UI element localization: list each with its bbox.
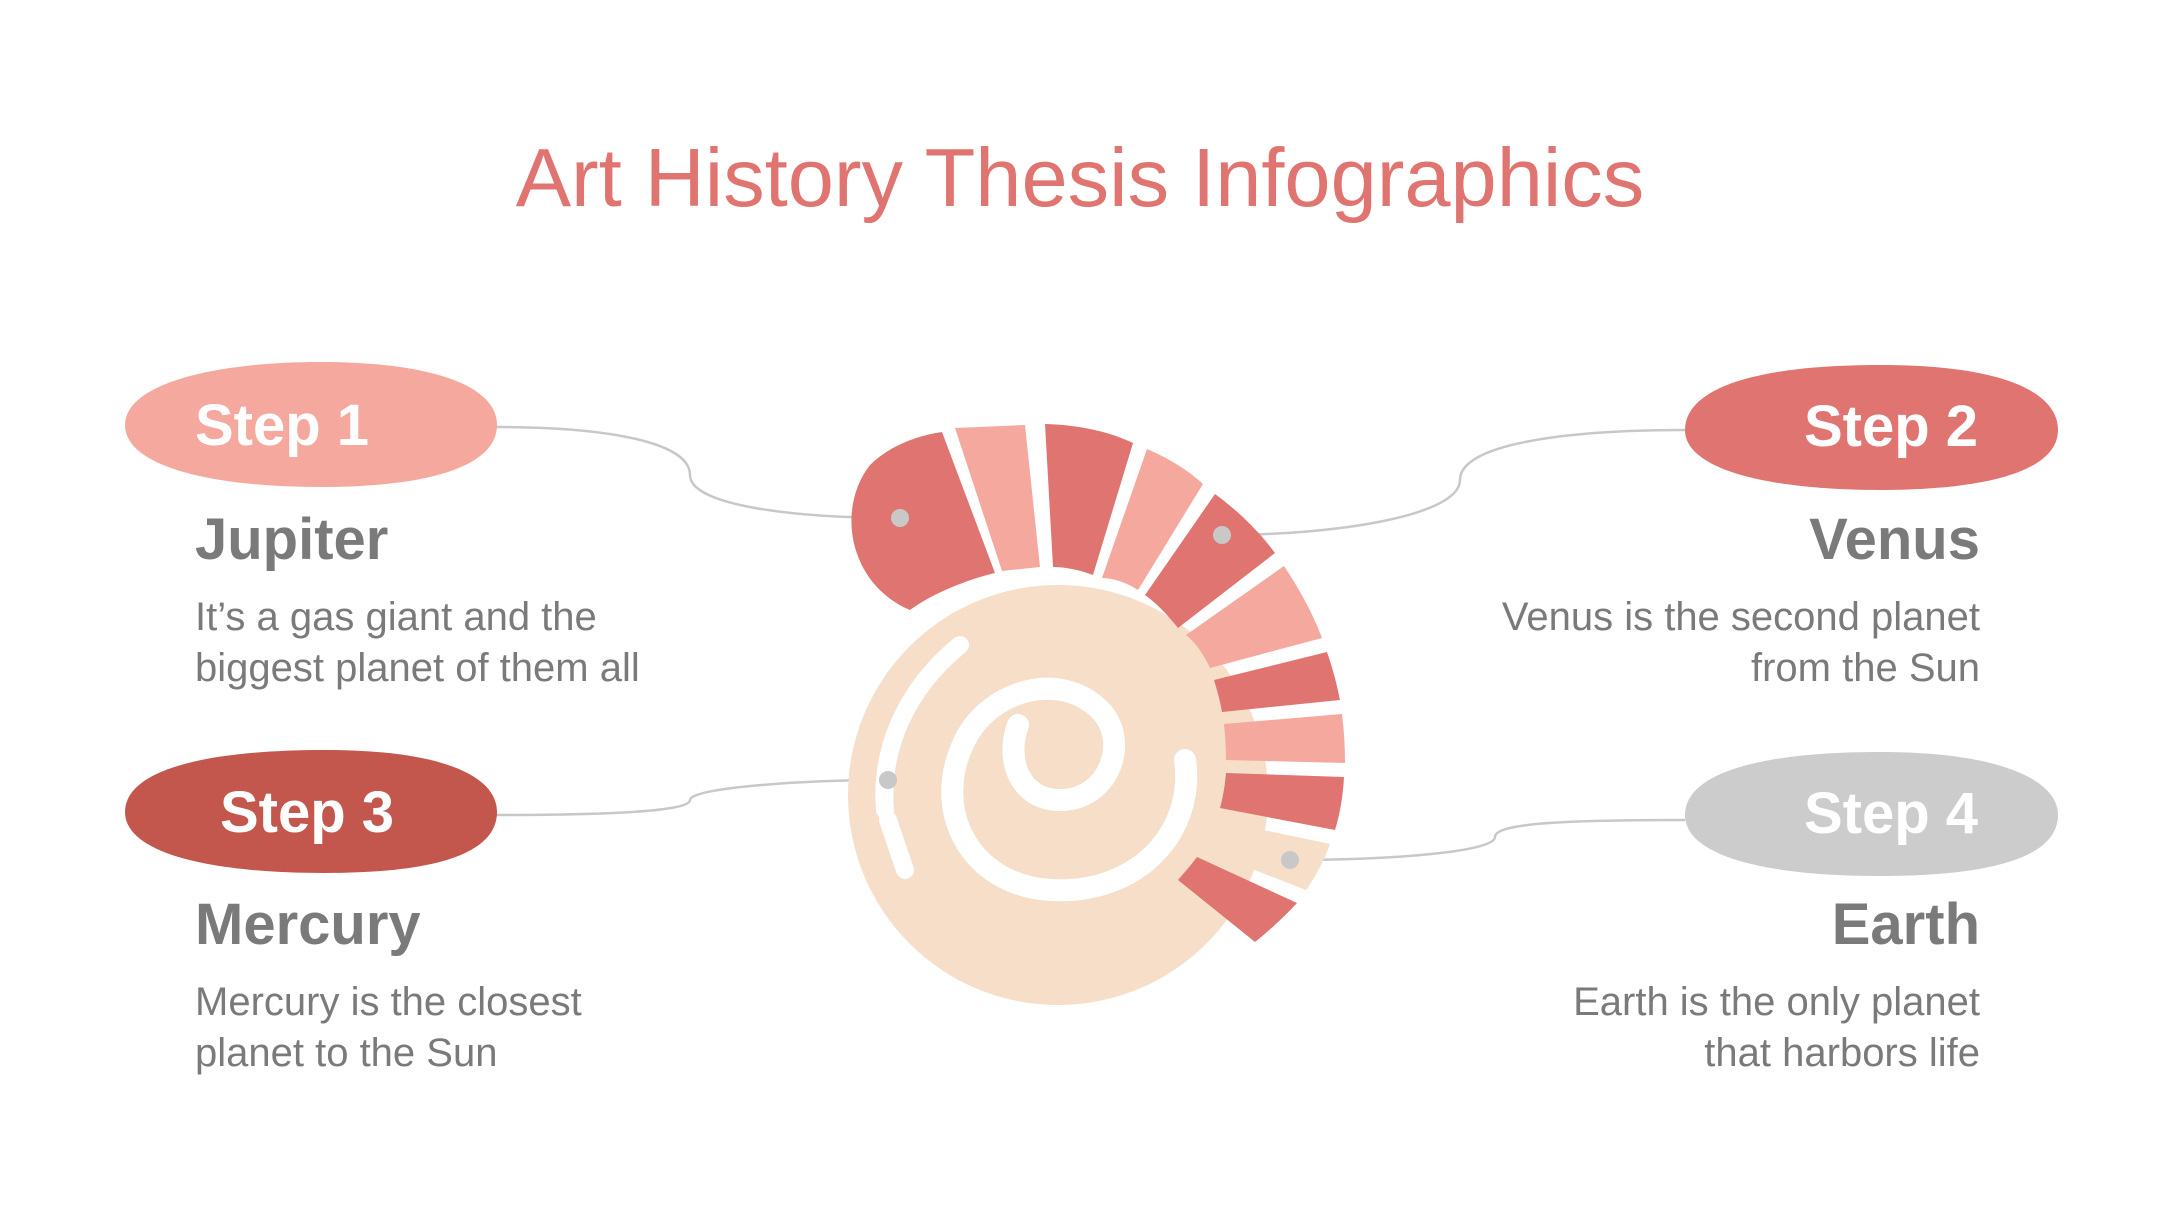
step-2-pill: Step 2	[1685, 365, 2058, 490]
chamber-8	[1224, 714, 1345, 763]
step-3-blob	[125, 750, 497, 873]
step-4-blob	[1685, 752, 2058, 876]
step-1-desc-line1: It’s a gas giant and the	[195, 595, 597, 639]
step-1-label: Step 1	[195, 393, 369, 458]
page-title: Art History Thesis Infographics	[515, 131, 1645, 224]
connector-dots	[879, 509, 1299, 869]
connector-step-1	[494, 425, 901, 520]
chamber-4	[1102, 449, 1203, 590]
chamber-7	[1214, 652, 1340, 712]
shell-spiral-line	[941, 677, 1198, 902]
chamber-3	[1045, 424, 1133, 575]
chamber-6	[1186, 566, 1322, 668]
step-3-heading: Mercury	[195, 892, 421, 957]
shell-body	[848, 585, 1268, 1005]
step-2-blob	[1685, 365, 2058, 490]
step-3-desc-line2: planet to the Sun	[195, 1031, 498, 1075]
step-1-desc-line2: biggest planet of them all	[195, 646, 640, 690]
shell-chambers	[851, 424, 1345, 942]
chamber-2	[955, 425, 1040, 571]
step-1-blob	[125, 362, 497, 487]
step-4-desc-line2: that harbors life	[1704, 1031, 1980, 1075]
step-2-desc-line2: from the Sun	[1750, 646, 1980, 690]
chamber-1	[851, 432, 995, 610]
dot-step-1	[891, 509, 909, 527]
dot-step-3	[879, 771, 897, 789]
step-2-desc-line1: Venus is the second planet	[1501, 595, 1980, 639]
step-2-label: Step 2	[1804, 394, 1978, 459]
chamber-11	[1178, 857, 1297, 942]
step-4-pill: Step 4	[1685, 752, 2058, 876]
step-1-pill: Step 1	[125, 362, 497, 487]
connectors	[494, 425, 1686, 862]
step-3-desc-line1: Mercury is the closest	[195, 980, 582, 1024]
step-3-label: Step 3	[220, 780, 394, 845]
chamber-9	[1220, 773, 1344, 830]
dot-step-4	[1281, 851, 1299, 869]
step-1-heading: Jupiter	[195, 507, 389, 572]
step-2-heading: Venus	[1809, 507, 1980, 572]
chamber-10	[1203, 820, 1330, 890]
dot-step-2	[1213, 526, 1231, 544]
step-4-desc-line1: Earth is the only planet	[1573, 980, 1980, 1024]
chamber-5	[1145, 494, 1275, 628]
step-4-heading: Earth	[1831, 892, 1980, 957]
step-3-pill: Step 3	[125, 750, 497, 873]
connector-step-3	[494, 778, 889, 817]
connector-step-4	[1289, 818, 1686, 862]
shell-arc-highlight-lower	[879, 811, 914, 879]
step-4-label: Step 4	[1804, 781, 1978, 846]
connector-step-2	[1221, 428, 1686, 537]
